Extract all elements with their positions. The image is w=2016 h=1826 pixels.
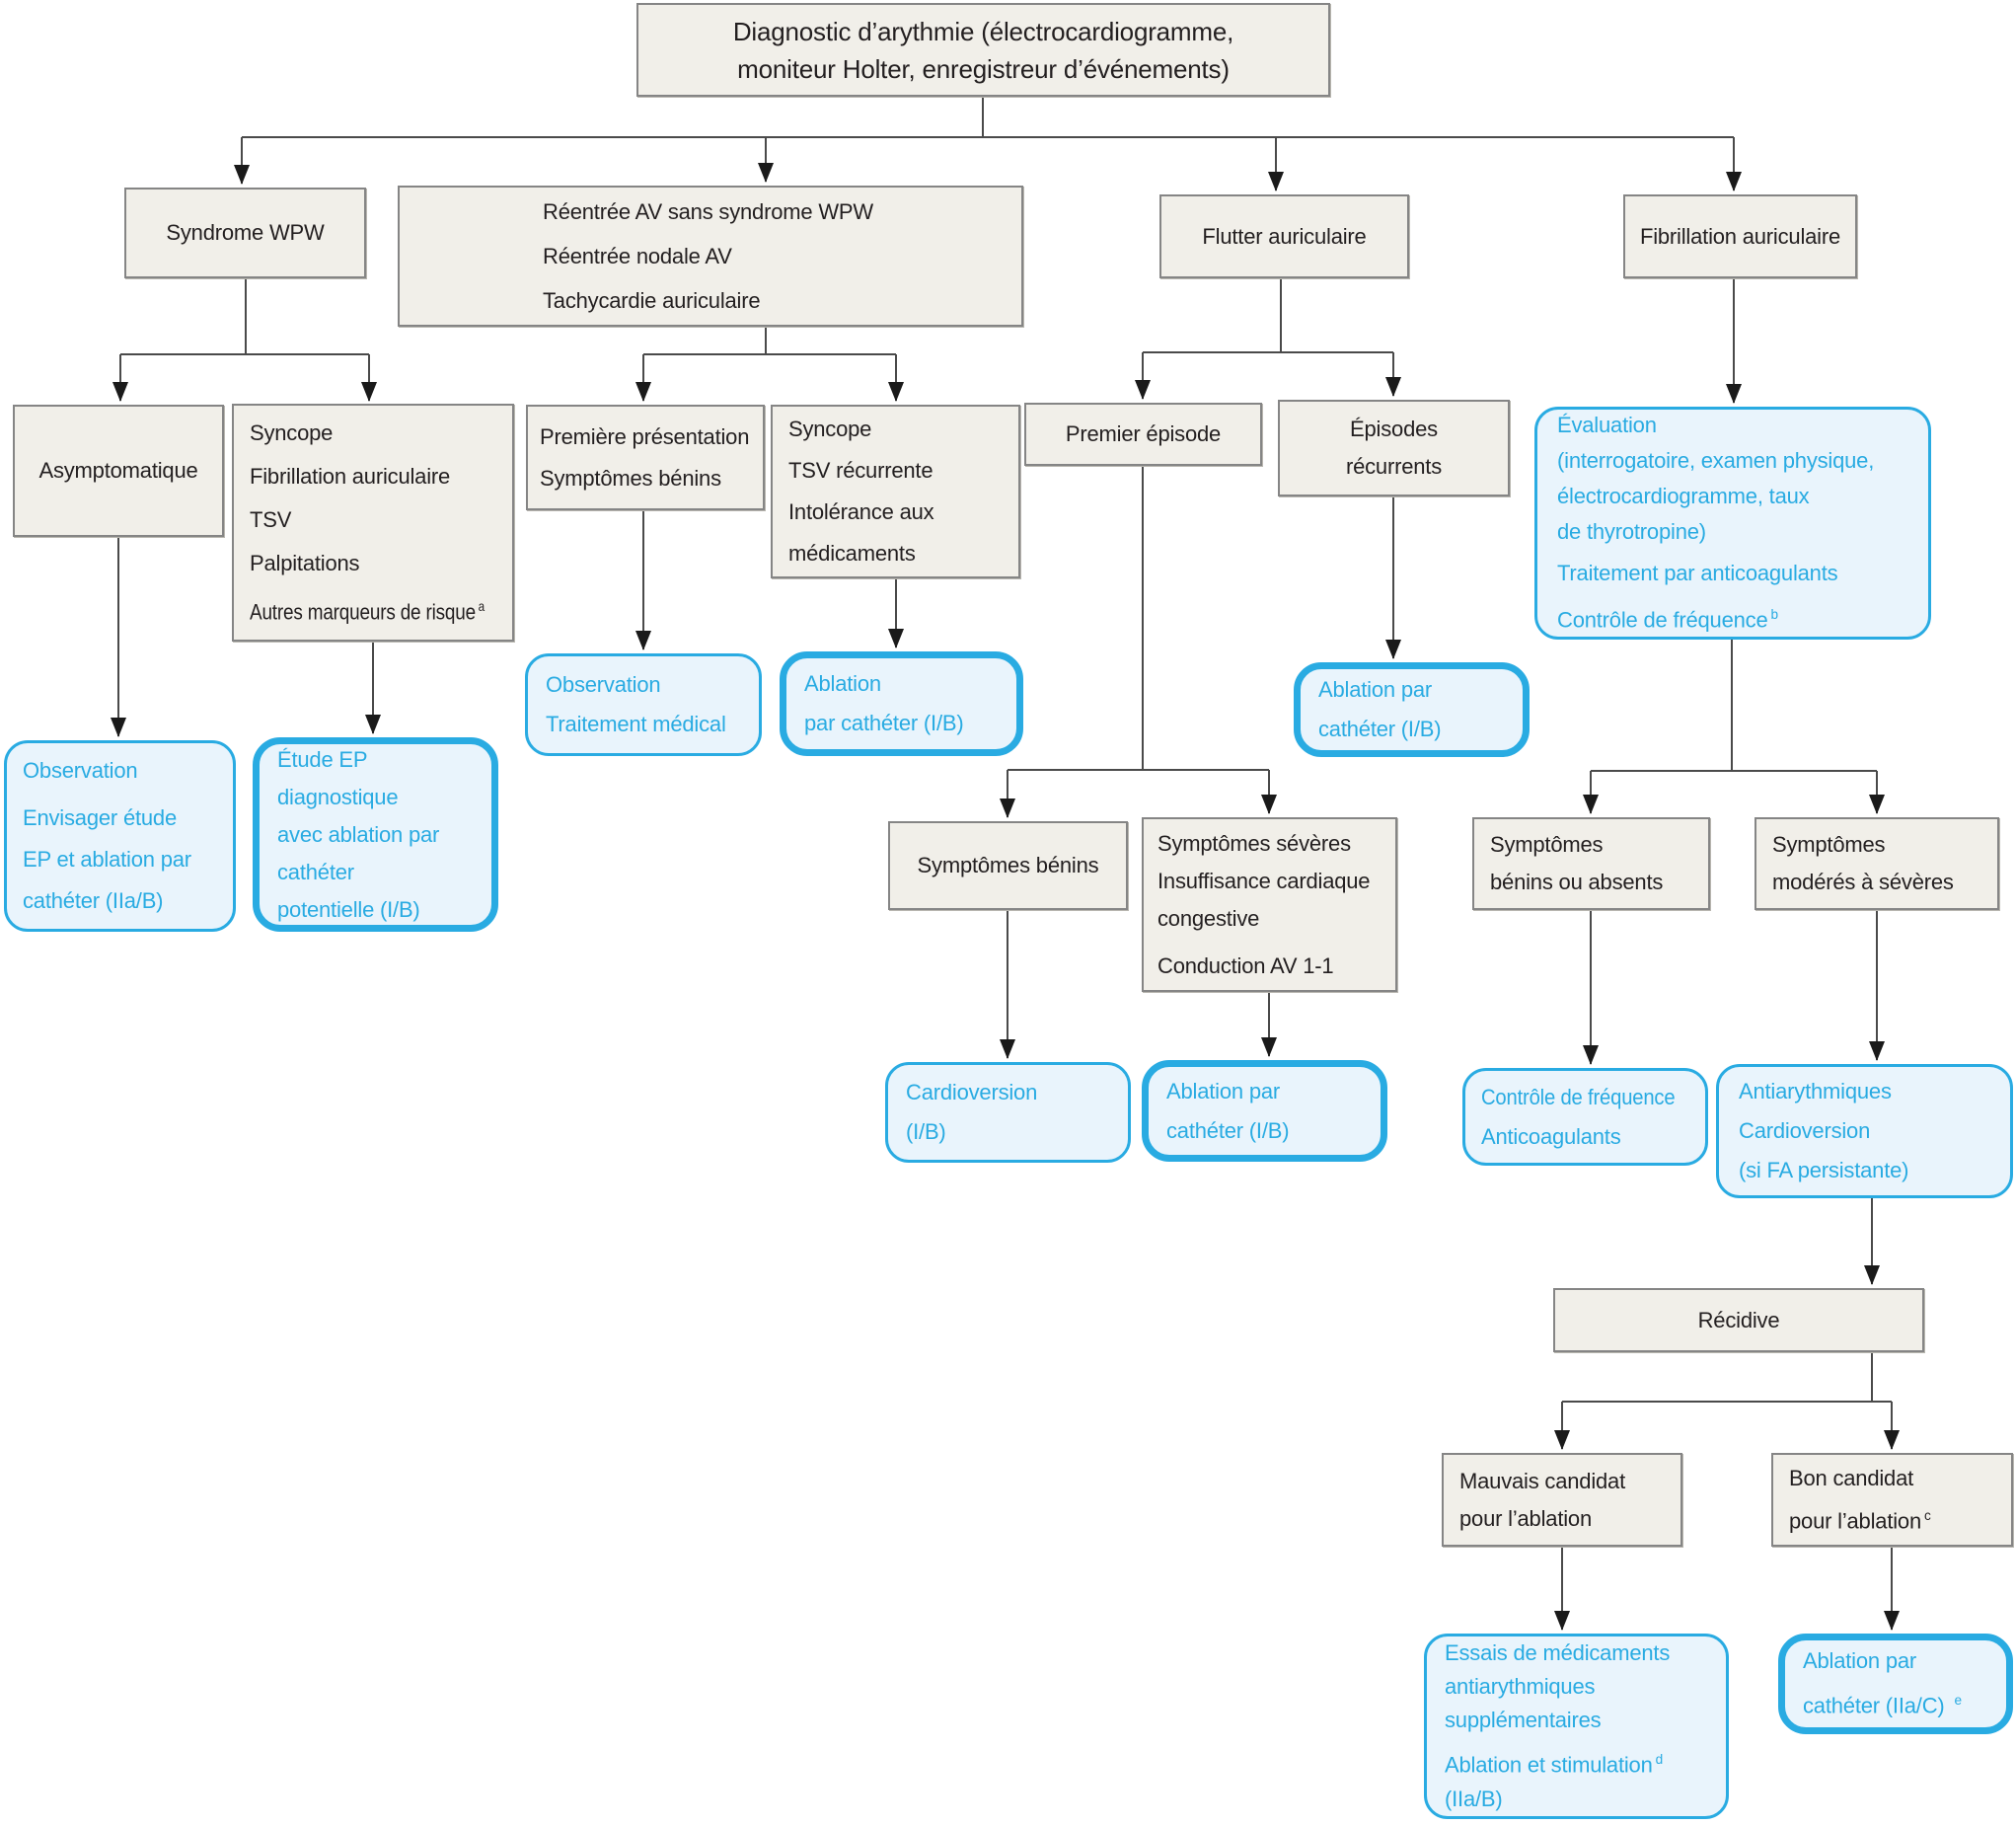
- node-fibrillation-auriculaire: Fibrillation auriculaire: [1623, 194, 1857, 278]
- outcome-observation-etude-ep: Observation Envisager étude EP et ablati…: [4, 740, 236, 932]
- outcome-etude-ep-ablation: Étude EP diagnostique avec ablation par …: [253, 737, 498, 932]
- outcome-ablation-catheter-ib-3: Ablation par cathéter (I/B): [1142, 1060, 1387, 1162]
- outcome-cardioversion: Cardioversion (I/B): [885, 1062, 1131, 1163]
- outcome-ablation-catheter-ib-1: Ablation par cathéter (I/B): [780, 651, 1023, 756]
- outcome-controle-frequence: Contrôle de fréquence Anticoagulants: [1462, 1068, 1708, 1166]
- outcome-observation-traitement: Observation Traitement médical: [525, 653, 762, 756]
- node-asymptomatique: Asymptomatique: [13, 405, 224, 537]
- node-recidive: Récidive: [1553, 1288, 1924, 1352]
- node-reentree-av: Réentrée AV sans syndrome WPW Réentrée n…: [398, 186, 1023, 327]
- outcome-essais-medicaments: Essais de médicaments antiarythmiques su…: [1424, 1634, 1729, 1819]
- node-premiere-presentation: Première présentation Symptômes bénins: [526, 405, 765, 510]
- outcome-ablation-catheter-ib-2: Ablation par cathéter (I/B): [1294, 662, 1530, 757]
- outcome-ablation-catheter-iiac: Ablation par cathéter (IIa/C)e: [1778, 1634, 2013, 1734]
- node-syndrome-wpw: Syndrome WPW: [124, 188, 366, 278]
- node-evaluation: Évaluation (interrogatoire, examen physi…: [1534, 407, 1931, 640]
- node-mauvais-candidat: Mauvais candidat pour l’ablation: [1442, 1453, 1682, 1547]
- node-premier-episode: Premier épisode: [1024, 403, 1262, 466]
- node-wpw-risk-markers: Syncope Fibrillation auriculaire TSV Pal…: [232, 404, 514, 642]
- node-episodes-recurrents: Épisodes récurrents: [1278, 400, 1510, 496]
- node-syncope-tsv-recurrente: Syncope TSV récurrente Intolérance aux m…: [771, 405, 1020, 578]
- node-symptomes-severes: Symptômes sévères Insuffisance cardiaque…: [1142, 817, 1397, 992]
- node-diagnostic-arythmie: Diagnostic d’arythmie (électrocardiogram…: [636, 3, 1330, 97]
- node-flutter-auriculaire: Flutter auriculaire: [1159, 194, 1409, 278]
- node-symptomes-benins-absents: Symptômes bénins ou absents: [1472, 817, 1710, 910]
- node-symptomes-benins: Symptômes bénins: [888, 821, 1128, 910]
- outcome-antiarythmiques: Antiarythmiques Cardioversion (si FA per…: [1716, 1064, 2013, 1198]
- node-symptomes-moderes-severes: Symptômes modérés à sévères: [1755, 817, 1999, 910]
